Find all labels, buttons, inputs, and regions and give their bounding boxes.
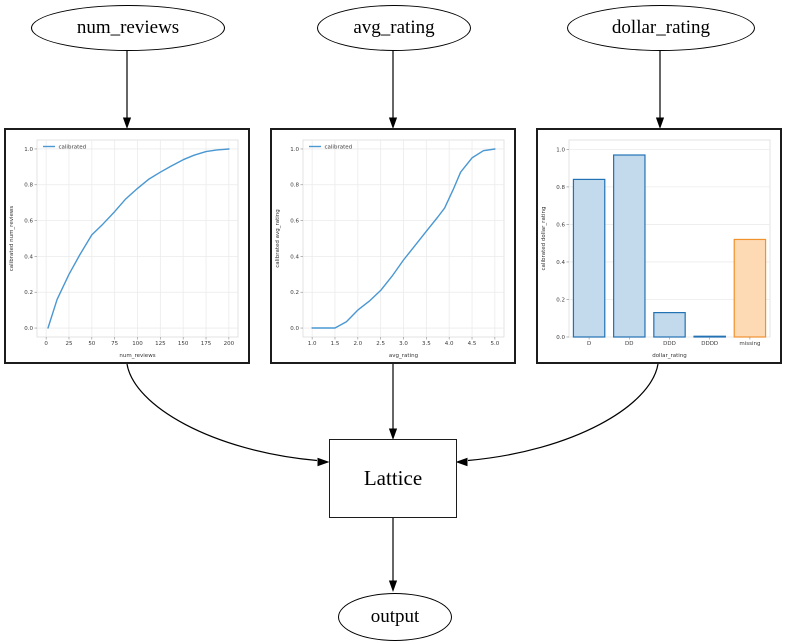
node-dollar-rating-label: dollar_rating <box>611 17 711 38</box>
svg-text:calibrated: calibrated <box>325 144 353 150</box>
svg-text:100: 100 <box>132 341 143 347</box>
svg-text:3.0: 3.0 <box>399 341 408 347</box>
node-num-reviews: num_reviews <box>31 5 225 51</box>
edge-calibrator3-to-lattice <box>467 363 659 462</box>
svg-text:dollar_rating: dollar_rating <box>652 353 687 359</box>
svg-text:1.0: 1.0 <box>290 147 299 153</box>
svg-text:0.2: 0.2 <box>24 290 33 296</box>
svg-text:0: 0 <box>44 341 48 347</box>
svg-text:4.5: 4.5 <box>468 341 477 347</box>
svg-text:3.5: 3.5 <box>422 341 431 347</box>
svg-text:5.0: 5.0 <box>490 341 499 347</box>
edge-calibrator1-to-lattice <box>126 363 318 462</box>
svg-text:calibrated: calibrated <box>59 144 87 150</box>
svg-text:0.0: 0.0 <box>24 326 33 332</box>
arrowhead-icon <box>317 457 330 467</box>
arrowhead-icon <box>122 117 132 129</box>
node-dollar-rating: dollar_rating <box>567 5 755 51</box>
svg-text:missing: missing <box>739 341 760 347</box>
svg-text:0.0: 0.0 <box>290 326 299 332</box>
svg-text:num_reviews: num_reviews <box>119 353 155 359</box>
svg-text:0.6: 0.6 <box>290 218 299 224</box>
node-num-reviews-label: num_reviews <box>76 17 180 38</box>
calibration-chart-num-reviews: 0.0 0.2 0.4 0.6 0.8 1.0 0 25 50 75 100 125 150 175 200… <box>4 128 250 364</box>
arrowhead-icon <box>655 117 665 129</box>
svg-text:0.6: 0.6 <box>556 222 565 228</box>
arrowhead-icon <box>388 428 398 440</box>
node-output-label: output <box>370 606 420 627</box>
svg-text:175: 175 <box>201 341 212 347</box>
node-lattice: Lattice <box>329 439 457 518</box>
svg-text:25: 25 <box>65 341 72 347</box>
svg-text:0.6: 0.6 <box>24 218 33 224</box>
svg-text:0.8: 0.8 <box>556 185 565 191</box>
svg-text:0.8: 0.8 <box>290 183 299 189</box>
svg-text:2.5: 2.5 <box>376 341 385 347</box>
node-avg-rating: avg_rating <box>317 5 471 51</box>
svg-text:1.0: 1.0 <box>556 147 565 153</box>
node-avg-rating-label: avg_rating <box>353 17 435 38</box>
arrowhead-icon <box>388 117 398 129</box>
svg-text:avg_rating: avg_rating <box>389 353 418 359</box>
svg-text:2.0: 2.0 <box>353 341 362 347</box>
node-output: output <box>338 593 452 641</box>
svg-text:0.0: 0.0 <box>556 335 565 341</box>
svg-text:DDDD: DDDD <box>701 341 718 347</box>
arrowhead-icon <box>455 457 468 467</box>
svg-text:150: 150 <box>178 341 189 347</box>
svg-text:0.4: 0.4 <box>556 260 565 266</box>
svg-text:125: 125 <box>155 341 166 347</box>
svg-text:D: D <box>587 341 591 347</box>
svg-text:DD: DD <box>625 341 633 347</box>
svg-text:0.4: 0.4 <box>24 254 33 260</box>
svg-text:1.5: 1.5 <box>331 341 340 347</box>
svg-text:1.0: 1.0 <box>308 341 317 347</box>
num-reviews-calibration-plot: 0.0 0.2 0.4 0.6 0.8 1.0 0 25 50 75 100 125 150 175 200… <box>6 130 248 362</box>
svg-text:calibrated num_reviews: calibrated num_reviews <box>9 206 15 272</box>
svg-text:0.4: 0.4 <box>290 254 299 260</box>
node-lattice-label: Lattice <box>363 466 423 490</box>
svg-text:75: 75 <box>111 341 118 347</box>
svg-text:200: 200 <box>224 341 235 347</box>
svg-text:0.2: 0.2 <box>290 290 299 296</box>
svg-text:DDD: DDD <box>663 341 676 347</box>
svg-text:4.0: 4.0 <box>445 341 454 347</box>
svg-text:0.8: 0.8 <box>24 183 33 189</box>
svg-text:0.2: 0.2 <box>556 297 565 303</box>
svg-text:50: 50 <box>88 341 95 347</box>
svg-text:calibrated dollar_rating: calibrated dollar_rating <box>541 207 547 271</box>
arrowhead-icon <box>388 580 398 592</box>
calibration-chart-avg-rating: 0.0 0.2 0.4 0.6 0.8 1.0 1.0 1.5 2.0 2.5 3.0 3.5 4.0 4… <box>270 128 516 364</box>
avg-rating-calibration-plot: 0.0 0.2 0.4 0.6 0.8 1.0 1.0 1.5 2.0 2.5 3.0 3.5 4.0 4… <box>272 130 514 362</box>
svg-text:1.0: 1.0 <box>24 147 33 153</box>
svg-text:calibrated avg_rating: calibrated avg_rating <box>275 209 281 268</box>
